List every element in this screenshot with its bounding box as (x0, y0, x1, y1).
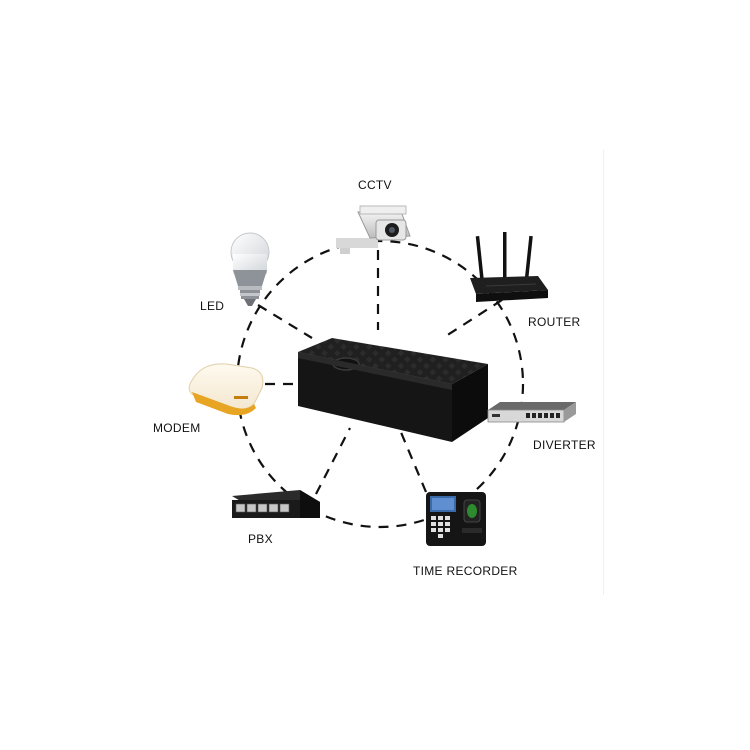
spoke-router (445, 299, 503, 337)
router-device (470, 232, 548, 302)
diverter-device (487, 402, 576, 423)
label-modem: MODEM (153, 421, 201, 435)
label-time-recorder: TIME RECORDER (413, 564, 518, 578)
spoke-time-recorder (398, 429, 428, 493)
led-bulb (230, 232, 270, 306)
pbx-device (232, 490, 320, 518)
spoke-pbx (315, 427, 351, 495)
spoke-led (257, 304, 313, 339)
label-router: ROUTER (528, 315, 581, 329)
label-pbx: PBX (248, 532, 273, 546)
hub-device (298, 338, 488, 442)
label-led: LED (200, 299, 225, 313)
label-cctv: CCTV (358, 178, 392, 192)
faint-divider (603, 150, 604, 595)
label-diverter: DIVERTER (533, 438, 596, 452)
modem-device (188, 363, 264, 416)
cctv-camera (336, 205, 411, 254)
time-recorder-device (426, 492, 486, 546)
dashed-ring (235, 239, 525, 529)
